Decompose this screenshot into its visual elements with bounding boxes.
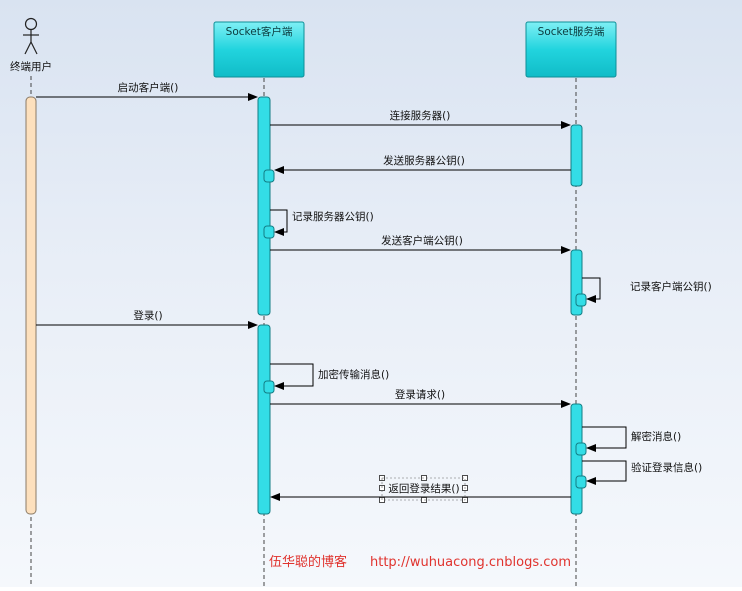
activation-server-3 — [570, 403, 583, 515]
message-label-return-result: 返回登录结果() — [388, 482, 459, 495]
message-arrow-record-server-key[interactable] — [270, 209, 288, 236]
participant-server-label: Socket服务端 — [538, 25, 605, 38]
activation-server-nested-2 — [575, 442, 587, 456]
message-label-record-client-key: 记录客户端公钥() — [630, 280, 712, 293]
message-label-send-client-key: 发送客户端公钥() — [381, 234, 463, 247]
actor-user-icon — [23, 17, 39, 55]
message-label-encrypt: 加密传输消息() — [318, 368, 389, 381]
message-label-send-server-key: 发送服务器公钥() — [383, 154, 465, 167]
watermark-blog-name: 伍华聪的博客 — [269, 554, 347, 570]
activation-server-1 — [570, 124, 583, 187]
message-label-record-server-key: 记录服务器公钥() — [292, 210, 374, 223]
activation-client-nested-1 — [263, 169, 275, 183]
activation-client-2 — [257, 324, 271, 515]
message-label-start-client: 启动客户端() — [118, 81, 179, 94]
participant-client-label: Socket客户端 — [226, 25, 293, 38]
message-label-login-request: 登录请求() — [395, 388, 445, 401]
activation-client-nested-2 — [263, 225, 275, 239]
message-label-connect-server: 连接服务器() — [390, 109, 451, 122]
activation-client-1 — [257, 96, 271, 316]
message-arrow-decrypt[interactable] — [582, 426, 627, 452]
participant-server-box[interactable] — [525, 21, 617, 78]
message-label-decrypt: 解密消息() — [631, 430, 681, 443]
message-arrow-verify-login[interactable] — [582, 460, 627, 485]
message-arrow-record-client-key[interactable] — [582, 277, 601, 303]
activation-client-nested-3 — [263, 380, 275, 394]
watermark-url[interactable]: http://wuhuacong.cnblogs.com — [370, 555, 571, 570]
message-label-login: 登录() — [133, 309, 162, 322]
message-arrow-encrypt[interactable] — [270, 363, 314, 390]
activation-server-nested-3 — [575, 475, 587, 489]
activation-user — [25, 96, 37, 515]
message-label-verify-login: 验证登录信息() — [631, 461, 702, 474]
label-selection-box — [381, 477, 466, 501]
activation-server-nested-1 — [575, 293, 587, 307]
participant-client-box[interactable] — [213, 21, 305, 78]
participant-user-label: 终端用户 — [10, 60, 52, 73]
